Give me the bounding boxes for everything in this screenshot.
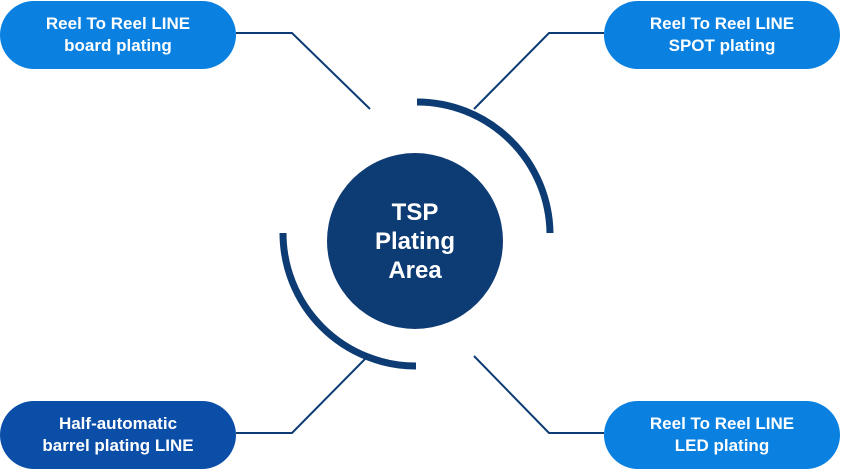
center-title-line-1: TSP: [391, 198, 439, 226]
arc-bottom-left: [279, 232, 417, 370]
node-led-plating-line-1: Reel To Reel LINE: [649, 414, 795, 433]
node-barrel-plating-line-2: barrel plating LINE: [42, 436, 194, 455]
arc-top-right: [416, 98, 554, 234]
center-title-line-2: Plating: [374, 227, 455, 255]
node-led-plating-line-2: LED plating: [674, 436, 770, 455]
center-circle: [327, 153, 503, 329]
node-spot-plating-line-1: Reel To Reel LINE: [649, 14, 795, 33]
node-board-plating: Reel To Reel LINE board plating: [0, 1, 236, 69]
node-barrel-plating: Half-automatic barrel plating LINE: [0, 401, 236, 469]
node-board-plating-line-1: Reel To Reel LINE: [45, 14, 191, 33]
node-led-plating: Reel To Reel LINE LED plating: [604, 401, 840, 469]
connector-bottom-left: [236, 357, 367, 434]
connector-top-left: [236, 32, 371, 110]
connector-top-right: [473, 32, 604, 110]
connector-bottom-right: [473, 355, 604, 434]
node-spot-plating: Reel To Reel LINE SPOT plating: [604, 1, 840, 69]
node-board-plating-line-2: board plating: [64, 36, 172, 55]
center-title-line-3: Area: [388, 256, 442, 284]
node-barrel-plating-line-1: Half-automatic: [58, 414, 178, 433]
node-spot-plating-line-2: SPOT plating: [668, 36, 776, 55]
center-title: TSP Plating Area: [327, 161, 503, 321]
